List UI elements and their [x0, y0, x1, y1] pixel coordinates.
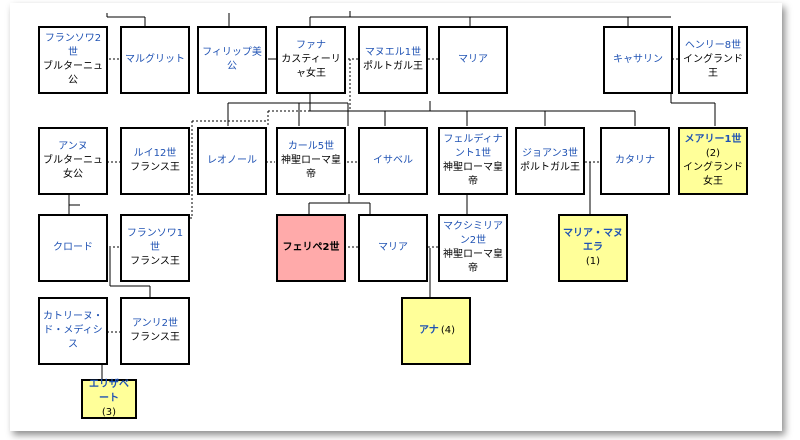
- person-box-catalina[interactable]: カタリナ: [600, 127, 670, 195]
- person-name: フランソワ2世: [44, 33, 102, 58]
- person-name: ジョアン3世: [522, 148, 578, 159]
- person-box-isabel[interactable]: イサベル: [358, 127, 428, 195]
- person-box-henri2[interactable]: アンリ2世 フランス王: [120, 297, 190, 365]
- person-box-anne[interactable]: アンヌ ブルターニュ女公: [38, 127, 108, 195]
- person-title: イングランド女王: [683, 162, 743, 187]
- person-title: カスティーリャ女王: [281, 54, 341, 79]
- person-name: イサベル: [373, 155, 413, 166]
- genealogy-page: フランソワ2世 ブルターニュ公 マルグリット フィリップ美公 ファナ カスティー…: [10, 3, 782, 431]
- person-title: フランス王: [130, 332, 180, 343]
- person-title: イングランド王: [683, 54, 743, 79]
- person-box-maria-manuela[interactable]: マリア・マヌエラ (1): [558, 214, 628, 282]
- person-name: マリア: [458, 54, 488, 65]
- person-name: フィリップ美公: [202, 47, 262, 72]
- person-title: 神聖ローマ皇帝: [443, 249, 503, 274]
- person-name: クロード: [53, 242, 93, 253]
- person-name: カタリナ: [615, 155, 655, 166]
- person-order: (4): [440, 325, 455, 336]
- person-title: ポルトガル王: [363, 61, 423, 72]
- person-name: ルイ12世: [133, 148, 177, 159]
- person-box-francois2[interactable]: フランソワ2世 ブルターニュ公: [38, 26, 108, 94]
- person-order: (1): [585, 256, 601, 267]
- person-name: アナ: [419, 325, 439, 336]
- person-name: キャサリン: [613, 54, 663, 65]
- person-name: フランソワ1世: [126, 228, 184, 253]
- person-name: ヘンリー8世: [684, 40, 742, 51]
- person-name: メアリー1世: [684, 134, 742, 145]
- person-name: アンリ2世: [132, 318, 178, 329]
- person-box-francois1[interactable]: フランソワ1世 フランス王: [120, 214, 190, 282]
- person-box-maria-top[interactable]: マリア: [438, 26, 508, 94]
- person-box-elisabeth[interactable]: エリザベート (3): [81, 379, 137, 419]
- person-title: フランス王: [130, 162, 180, 173]
- person-order: (3): [101, 407, 117, 418]
- person-title: 神聖ローマ皇帝: [281, 155, 341, 180]
- person-box-philippe[interactable]: フィリップ美公: [197, 26, 267, 94]
- person-box-claude[interactable]: クロード: [38, 214, 108, 282]
- person-title: 神聖ローマ皇帝: [443, 162, 503, 187]
- person-name: マリア・マヌエラ: [563, 228, 623, 253]
- person-box-philip2[interactable]: フェリペ2世: [276, 214, 346, 282]
- person-name: フェルディナント1世: [443, 134, 503, 159]
- person-box-maria-mid[interactable]: マリア: [358, 214, 428, 282]
- person-name: マリア: [378, 242, 408, 253]
- person-name: マクシミリアン2世: [443, 221, 503, 246]
- person-box-marguerite[interactable]: マルグリット: [120, 26, 190, 94]
- person-title: ブルターニュ公: [43, 61, 103, 86]
- person-box-ferdinand1[interactable]: フェルディナント1世 神聖ローマ皇帝: [438, 127, 508, 195]
- person-box-joao3[interactable]: ジョアン3世 ポルトガル王: [515, 127, 585, 195]
- person-box-mary1[interactable]: メアリー1世 (2) イングランド女王: [678, 127, 748, 195]
- person-name: アンヌ: [58, 141, 88, 152]
- person-name: カール5世: [287, 141, 335, 152]
- connector-lines: [68, 11, 716, 379]
- person-title: ポルトガル王: [520, 162, 580, 173]
- person-box-catherine-medici[interactable]: カトリーヌ・ド・メディシス: [38, 297, 108, 365]
- person-name: エリザベート: [89, 379, 129, 404]
- person-name: マヌエル1世: [364, 47, 422, 58]
- person-name: ファナ: [296, 40, 326, 51]
- person-name: レオノール: [207, 155, 257, 166]
- person-name: カトリーヌ・ド・メディシス: [43, 311, 103, 350]
- person-box-ana[interactable]: アナ(4): [401, 297, 471, 365]
- person-box-charles5[interactable]: カール5世 神聖ローマ皇帝: [276, 127, 346, 195]
- person-name: マルグリット: [125, 54, 185, 65]
- person-name: フェリペ2世: [282, 242, 340, 253]
- person-order: (2): [705, 148, 721, 159]
- person-title: ブルターニュ女公: [43, 155, 103, 180]
- person-box-henry8[interactable]: ヘンリー8世 イングランド王: [678, 26, 748, 94]
- person-box-louis12[interactable]: ルイ12世 フランス王: [120, 127, 190, 195]
- person-title: フランス王: [130, 256, 180, 267]
- person-box-catherine-aragon[interactable]: キャサリン: [603, 26, 673, 94]
- person-box-juana[interactable]: ファナ カスティーリャ女王: [276, 26, 346, 94]
- person-box-eleonore[interactable]: レオノール: [197, 127, 267, 195]
- person-box-maximilian2[interactable]: マクシミリアン2世 神聖ローマ皇帝: [438, 214, 508, 282]
- person-box-manuel1[interactable]: マヌエル1世 ポルトガル王: [358, 26, 428, 94]
